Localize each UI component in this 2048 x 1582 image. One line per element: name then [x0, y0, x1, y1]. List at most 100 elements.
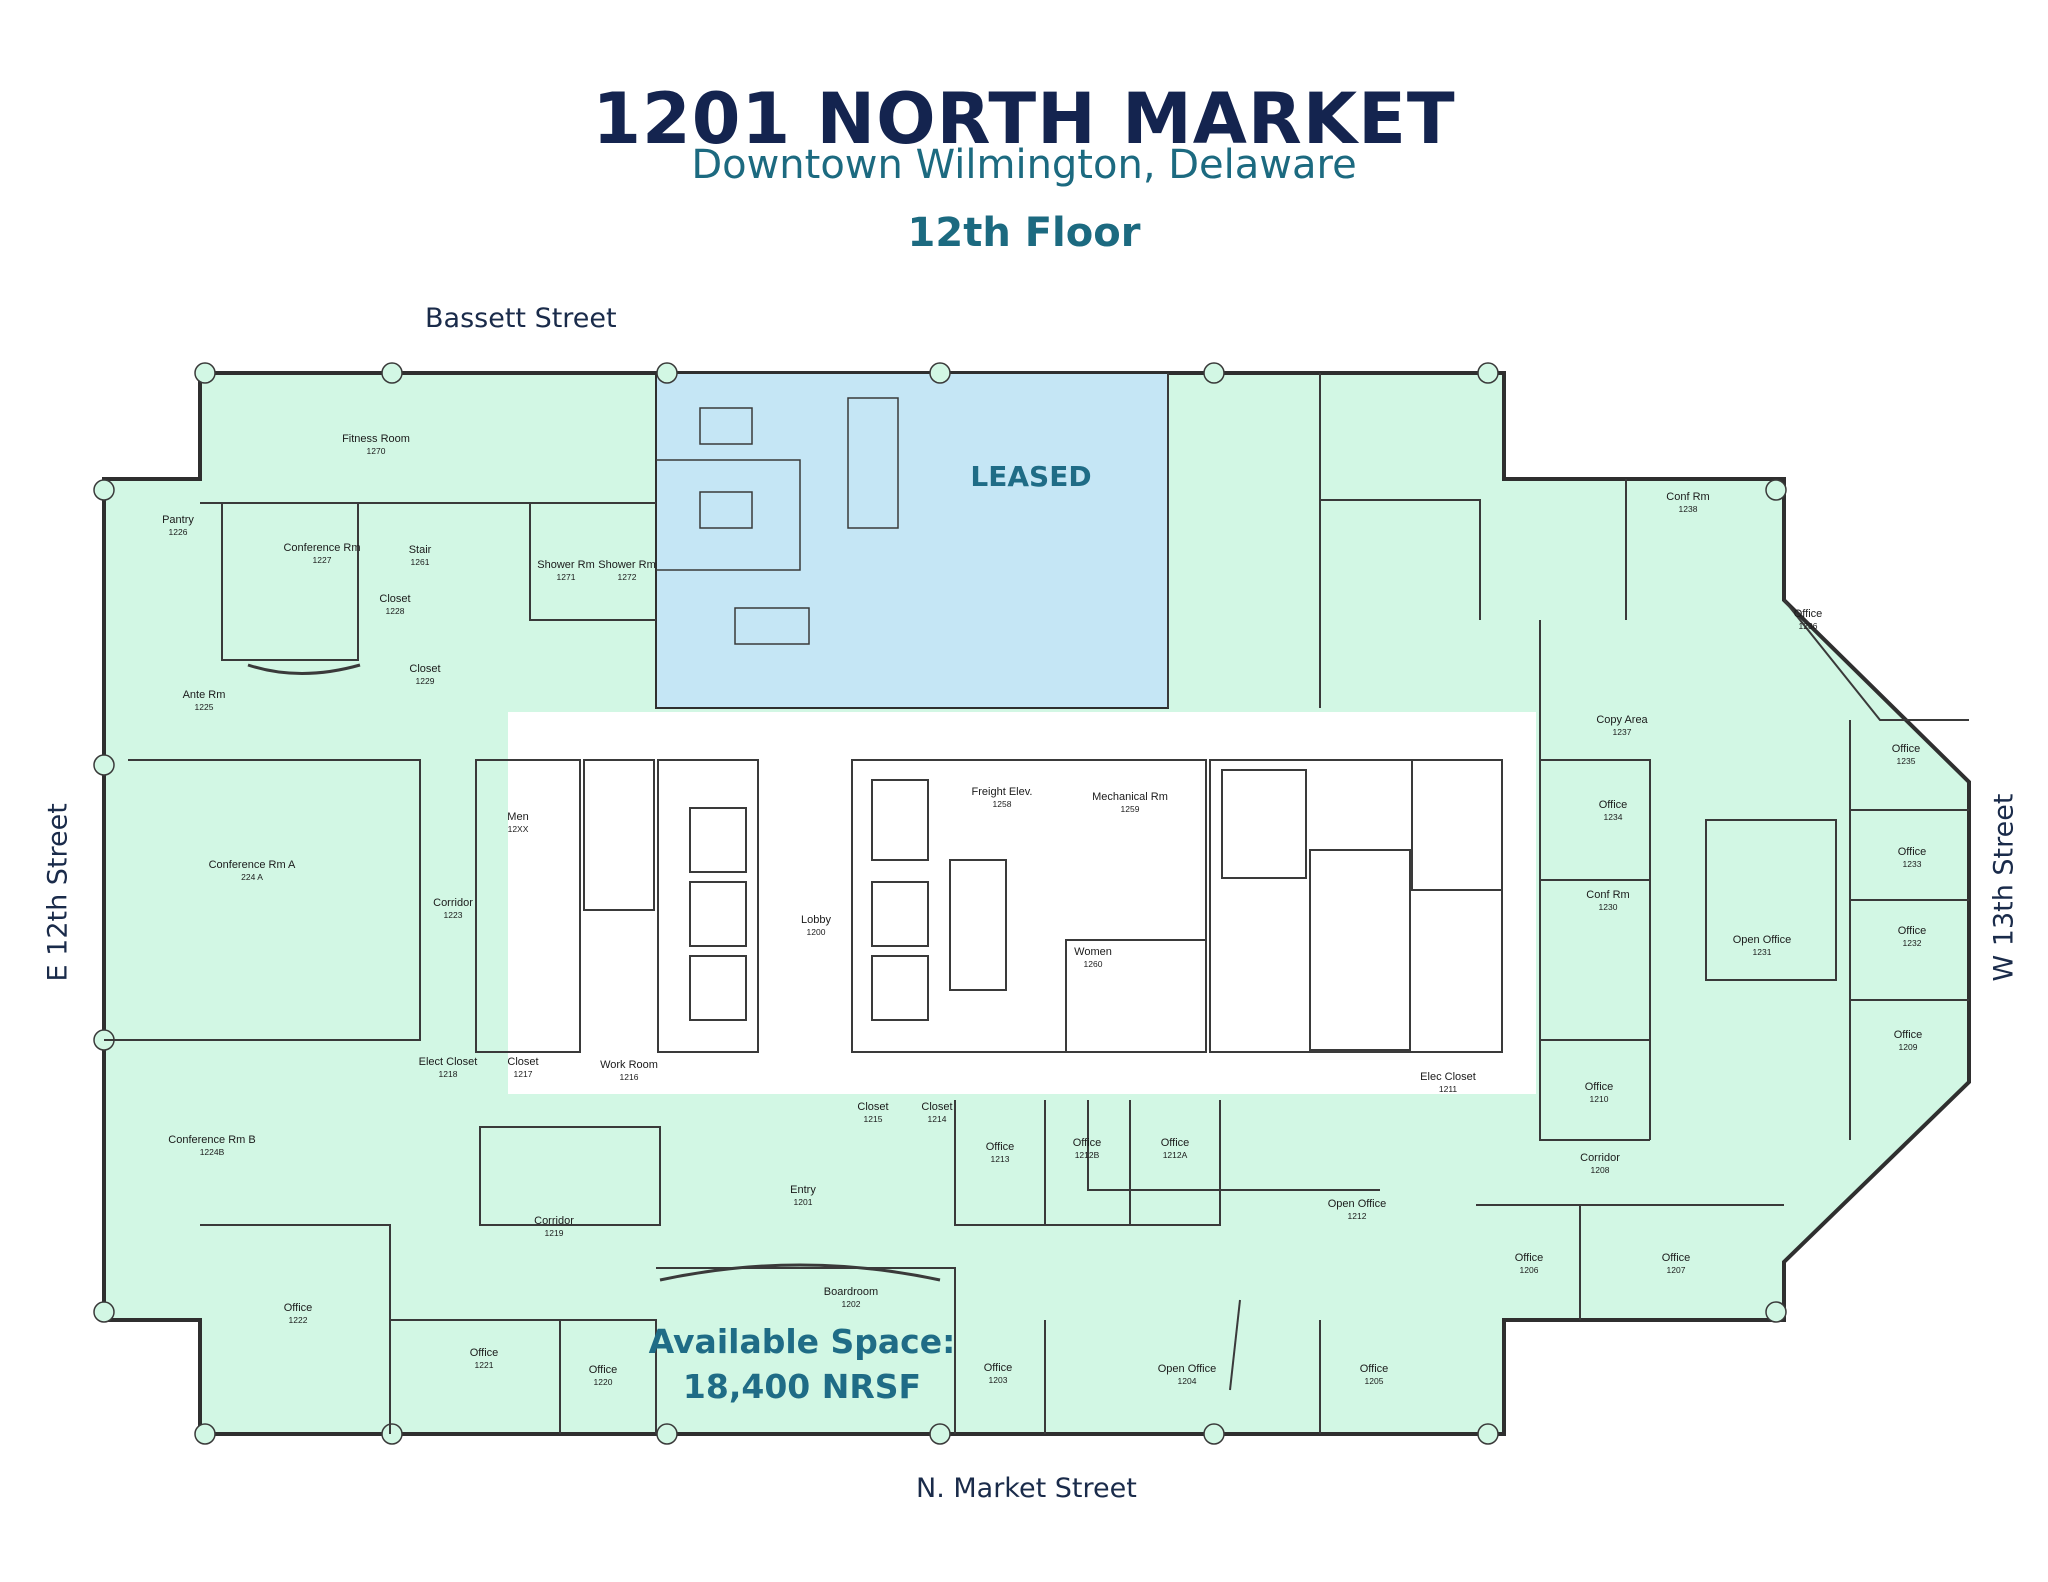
- room-number: 1203: [989, 1375, 1008, 1385]
- room-number: 1212A: [1163, 1150, 1188, 1160]
- room-label: Mechanical Rm: [1092, 791, 1168, 803]
- room-label: Office: [1898, 846, 1927, 858]
- street-label-top: Bassett Street: [425, 303, 617, 334]
- room-number: 1208: [1591, 1165, 1610, 1175]
- room-number: 1258: [993, 799, 1012, 809]
- room-label: Work Room: [600, 1059, 658, 1071]
- room-number: 1260: [1084, 959, 1103, 969]
- room-label: Boardroom: [824, 1286, 878, 1298]
- building-title: 1201 NORTH MARKET: [592, 78, 1456, 160]
- room-number: 1204: [1178, 1376, 1197, 1386]
- building-core: [508, 712, 1536, 1094]
- room-label: Elect Closet: [419, 1056, 478, 1068]
- room-number: 1228: [386, 606, 405, 616]
- room-number: 1206: [1520, 1265, 1539, 1275]
- room-label: Office: [1515, 1252, 1544, 1264]
- room-label: Office: [1360, 1363, 1389, 1375]
- room-label: Closet: [921, 1101, 952, 1113]
- room-number: 1229: [416, 676, 435, 686]
- room-number: 1220: [594, 1377, 613, 1387]
- core-details: [475, 759, 1503, 1053]
- room-number: 1214: [928, 1114, 947, 1124]
- room-number: 1230: [1599, 902, 1618, 912]
- room-label: Corridor: [534, 1215, 574, 1227]
- room-number: 1236: [1799, 621, 1818, 631]
- room-number: 1215: [864, 1114, 883, 1124]
- room-number: 224 A: [241, 872, 263, 882]
- room-number: 1202: [842, 1299, 861, 1309]
- room-label: Shower Rm: [537, 559, 594, 571]
- room-label: Copy Area: [1596, 714, 1648, 726]
- interior-walls: [104, 373, 1969, 1434]
- room-label: Conference Rm: [283, 542, 360, 554]
- building-location: Downtown Wilmington, Delaware: [691, 142, 1357, 188]
- room-label: Office: [589, 1364, 618, 1376]
- room-number: 1222: [289, 1315, 308, 1325]
- room-number: 1233: [1903, 859, 1922, 869]
- room-label: Closet: [857, 1101, 888, 1113]
- room-label: Office: [1794, 608, 1823, 620]
- room-label: Conf Rm: [1666, 491, 1709, 503]
- room-label: Office: [1161, 1137, 1190, 1149]
- room-label: Open Office: [1328, 1198, 1387, 1210]
- room-number: 1238: [1679, 504, 1698, 514]
- room-label: Closet: [507, 1056, 538, 1068]
- room-label: Conference Rm A: [209, 859, 296, 871]
- available-space-label: Available Space:: [649, 1322, 956, 1361]
- room-label: Office: [1898, 925, 1927, 937]
- room-number: 1213: [991, 1154, 1010, 1164]
- room-number: 1231: [1753, 947, 1772, 957]
- room-number: 1223: [444, 910, 463, 920]
- room-number: 1200: [807, 927, 826, 937]
- room-number: 1218: [439, 1069, 458, 1079]
- room-label: Conference Rm B: [168, 1134, 255, 1146]
- column-grid-markers: [93, 362, 1787, 1445]
- leased-space-area: [655, 372, 1169, 709]
- room-number: 1211: [1439, 1084, 1458, 1094]
- room-number: 1212: [1348, 1211, 1367, 1221]
- room-number: 1261: [411, 557, 430, 567]
- room-number: 1219: [545, 1228, 564, 1238]
- room-label: Corridor: [433, 897, 473, 909]
- room-label: Open Office: [1733, 934, 1792, 946]
- room-number: 1227: [313, 555, 332, 565]
- room-label: Office: [1662, 1252, 1691, 1264]
- street-label-bottom: N. Market Street: [916, 1473, 1137, 1504]
- room-label: Office: [284, 1302, 313, 1314]
- room-number: 1210: [1590, 1094, 1609, 1104]
- room-number: 1217: [514, 1069, 533, 1079]
- room-number: 1232: [1903, 938, 1922, 948]
- conference-rm-wall: [247, 663, 361, 675]
- room-label: Office: [1894, 1029, 1923, 1041]
- room-number: 1224B: [200, 1147, 225, 1157]
- room-label: Open Office: [1158, 1363, 1217, 1375]
- room-number: 1272: [618, 572, 637, 582]
- room-label: Office: [1892, 743, 1921, 755]
- room-label: Office: [986, 1141, 1015, 1153]
- room-number: 1226: [169, 527, 188, 537]
- room-label: Fitness Room: [342, 433, 410, 445]
- room-number: 1212B: [1075, 1150, 1100, 1160]
- room-label: Office: [470, 1347, 499, 1359]
- room-label: Office: [984, 1362, 1013, 1374]
- room-number: 1221: [475, 1360, 494, 1370]
- room-number: 1237: [1613, 727, 1632, 737]
- room-number: 1270: [367, 446, 386, 456]
- room-number: 1234: [1604, 812, 1623, 822]
- floor-label: 12th Floor: [907, 210, 1141, 256]
- room-label: Ante Rm: [183, 689, 226, 701]
- room-label: Men: [507, 811, 528, 823]
- room-number: 12XX: [508, 824, 529, 834]
- room-label: Closet: [409, 663, 440, 675]
- room-label: Stair: [409, 544, 432, 556]
- leased-label: LEASED: [970, 460, 1091, 493]
- room-number: 1205: [1365, 1376, 1384, 1386]
- room-number: 1216: [620, 1072, 639, 1082]
- room-label: Entry: [790, 1184, 816, 1196]
- boardroom-wall: [659, 1263, 941, 1282]
- room-label: Women: [1074, 946, 1112, 958]
- room-label: Elec Closet: [1420, 1071, 1476, 1083]
- room-number: 1225: [195, 702, 214, 712]
- available-space-nrsf: 18,400 NRSF: [683, 1367, 921, 1406]
